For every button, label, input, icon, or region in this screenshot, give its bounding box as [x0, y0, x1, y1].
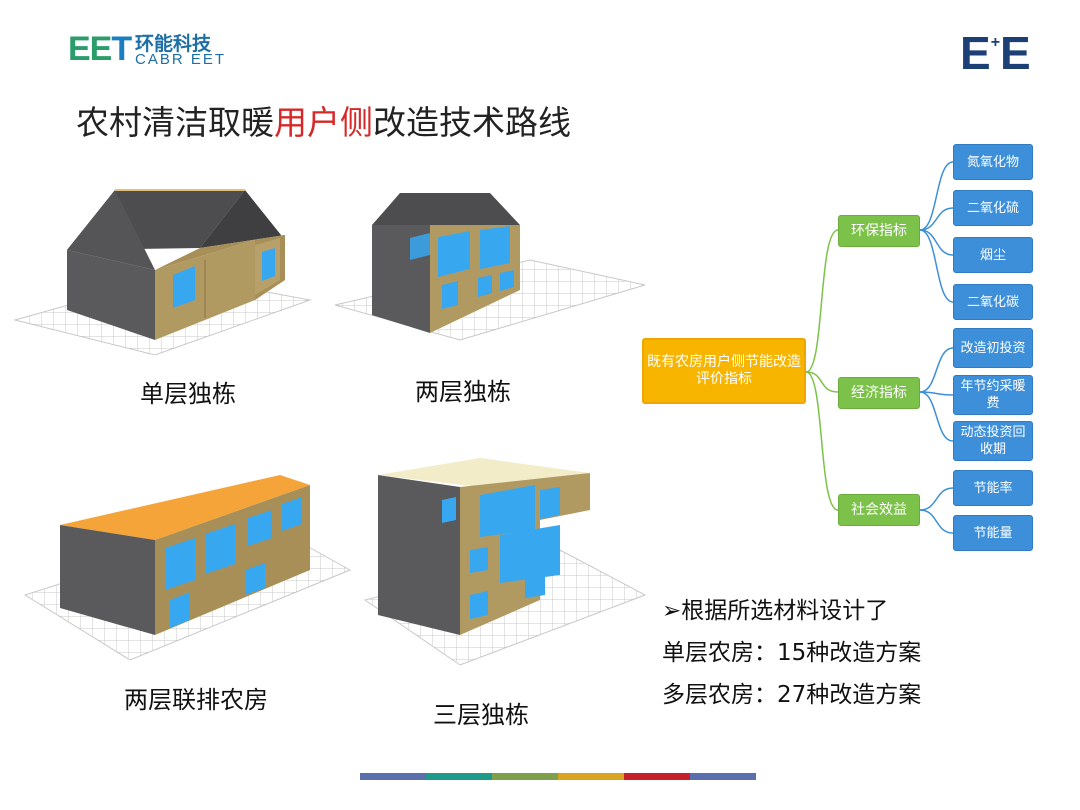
- company-name-cn: 环能科技: [135, 33, 212, 55]
- footer-bar-segment: [690, 773, 756, 780]
- footer-bar-segment: [624, 773, 690, 780]
- two-storey-row-house-model: [23, 475, 352, 661]
- footer-bar-segment: [558, 773, 624, 780]
- tree-leaf-payback-period: 动态投资回收期: [953, 421, 1033, 461]
- tree-node-economic: 经济指标: [838, 377, 920, 409]
- footer-bar-segment: [360, 773, 426, 780]
- notes-line-1: ➢根据所选材料设计了: [662, 598, 889, 624]
- house-caption-single-storey: 单层独栋: [140, 380, 236, 408]
- tree-leaf-initial-investment: 改造初投资: [953, 328, 1033, 368]
- notes-line-3: 多层农房：27种改造方案: [662, 682, 922, 708]
- tree-leaf-so2: 二氧化硫: [953, 190, 1033, 226]
- three-storey-house-model: [363, 458, 647, 666]
- tree-node-environmental: 环保指标: [838, 215, 920, 247]
- eet-logo-mark: EET: [68, 30, 132, 68]
- title-suffix: 改造技术路线: [373, 103, 571, 142]
- footer-bar-segment: [426, 773, 492, 780]
- tree-leaf-energy-saving-amount: 节能量: [953, 515, 1033, 551]
- footer-color-bar: [360, 773, 756, 780]
- title-highlight: 用户侧: [274, 103, 373, 142]
- tree-leaf-nox: 氮氧化物: [953, 144, 1033, 180]
- footer-bar-segment: [492, 773, 558, 780]
- tree-leaf-dust: 烟尘: [953, 237, 1033, 273]
- ee-logo: E+E: [960, 27, 1031, 79]
- slide-title: 农村清洁取暖用户侧改造技术路线: [76, 96, 571, 144]
- notes-line-2: 单层农房：15种改造方案: [662, 640, 922, 666]
- company-name-en: CABR EET: [135, 51, 227, 68]
- house-caption-two-storey: 两层独栋: [415, 378, 511, 406]
- two-storey-house-model: [334, 193, 646, 341]
- tree-leaf-co2: 二氧化碳: [953, 284, 1033, 320]
- single-storey-house-model: [13, 189, 312, 355]
- tree-leaf-energy-saving-rate: 节能率: [953, 470, 1033, 506]
- design-notes: ➢根据所选材料设计了 单层农房：15种改造方案 多层农房：27种改造方案: [662, 590, 921, 716]
- house-caption-three-storey: 三层独栋: [433, 701, 529, 729]
- title-prefix: 农村清洁取暖: [76, 103, 274, 142]
- tree-root-node: 既有农房用户侧节能改造评价指标: [642, 338, 806, 404]
- tree-leaf-annual-heating-savings: 年节约采暖费: [953, 375, 1033, 415]
- tree-node-social: 社会效益: [838, 494, 920, 526]
- house-caption-row-house: 两层联排农房: [124, 686, 268, 714]
